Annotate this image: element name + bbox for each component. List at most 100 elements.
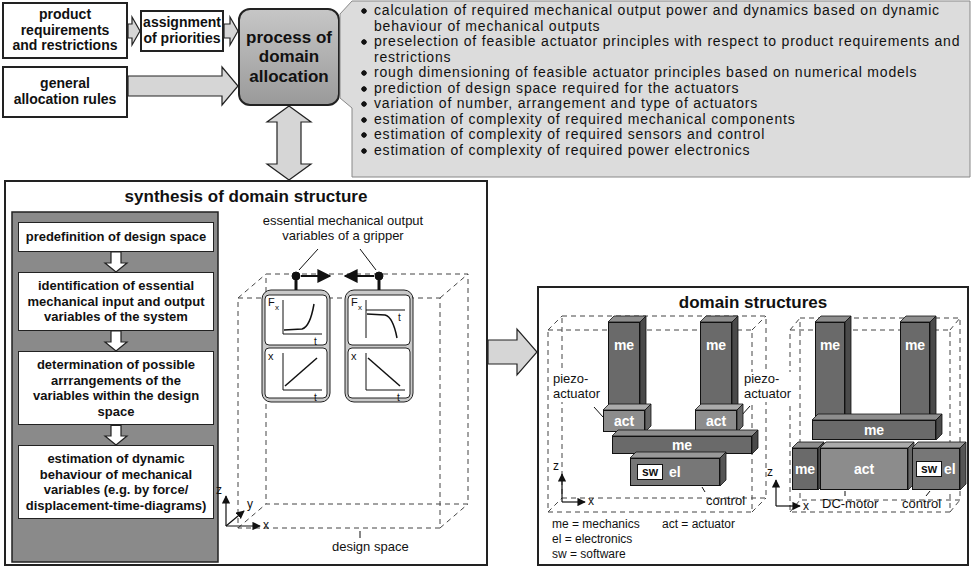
- node-text: act: [614, 413, 634, 429]
- figure-label: me = mechanics: [552, 518, 640, 532]
- figure-label: x: [275, 303, 279, 312]
- figure-label: z: [553, 460, 559, 474]
- leader-line: [702, 487, 705, 492]
- design-space: [266, 274, 468, 504]
- force-displacement-chart: [283, 300, 322, 334]
- figure-label: t: [314, 392, 317, 404]
- connector-arrow: [128, 67, 238, 105]
- figure-label: y: [247, 498, 253, 512]
- node-text: process of domain allocation: [244, 28, 334, 87]
- node-text: estimation of complexity of required pow…: [360, 143, 965, 159]
- node-text: calculation of required mechanical outpu…: [360, 3, 965, 34]
- callout-shape: [340, 1, 970, 177]
- block-face: [752, 430, 758, 454]
- design-space: [950, 318, 960, 330]
- figure-label: z: [216, 484, 222, 498]
- force-displacement-chart: [348, 348, 410, 398]
- node-text: el: [669, 464, 681, 480]
- node-text: me: [820, 337, 840, 353]
- node-text: act: [854, 461, 874, 477]
- figure-label: control: [706, 494, 745, 509]
- node-text: domain structures: [679, 293, 827, 313]
- node-text: estimation of dynamic behaviour of mecha…: [25, 451, 207, 513]
- design-space: [562, 316, 766, 498]
- node-text: product requirements and restrictions: [7, 7, 123, 54]
- mechanics-block: me: [700, 322, 732, 410]
- input-box: general allocation rules: [2, 66, 128, 118]
- mechanics-block: me: [812, 420, 936, 440]
- connector-arrow: [105, 331, 127, 351]
- process-box: process of domain allocation: [238, 8, 340, 106]
- force-displacement-chart: [366, 300, 405, 338]
- force-displacement-chart: [367, 314, 397, 338]
- node-text: el: [944, 461, 956, 477]
- block-face: [608, 316, 646, 322]
- figure-label: t: [314, 336, 317, 348]
- figure-label: control: [902, 497, 941, 512]
- actuator-block: act: [603, 410, 645, 432]
- axis-icon: [225, 496, 226, 526]
- node-text: predefinition of design space: [26, 229, 207, 245]
- mechanics-block: me: [792, 448, 818, 490]
- leader-line: [360, 531, 361, 538]
- axis-icon: [776, 505, 800, 506]
- force-displacement-chart: [284, 304, 314, 330]
- input-box: product requirements and restrictions: [2, 2, 128, 59]
- figure-label: x: [268, 350, 274, 363]
- node-text: assignment of priorities: [143, 15, 221, 46]
- mechanics-block: me: [608, 322, 640, 410]
- block-face: [960, 442, 966, 490]
- node-text: estimation of complexity of required sen…: [360, 127, 965, 143]
- block-face: [700, 322, 732, 410]
- block-face: [640, 316, 646, 410]
- node-text: me: [614, 337, 634, 353]
- block-face: [900, 322, 930, 420]
- block-face: [737, 404, 743, 432]
- step-box: predefinition of design space: [18, 222, 214, 252]
- block-face: [815, 322, 845, 420]
- leader-line: [299, 249, 318, 270]
- node-text: me: [706, 337, 726, 353]
- block-face: [645, 404, 651, 432]
- block-face: [695, 404, 743, 410]
- connector-arrow: [128, 17, 140, 45]
- gripper-finger: [292, 272, 300, 280]
- gripper-finger: [345, 275, 374, 277]
- step-box: determination of possible arrrangements …: [18, 351, 214, 425]
- block-face: [930, 316, 936, 420]
- block-face: [732, 316, 738, 410]
- block-face: [700, 316, 738, 322]
- node-text: sw: [921, 462, 937, 476]
- figure-label: piezo-actuator: [744, 372, 796, 402]
- axis-icon: [561, 474, 562, 502]
- design-space: [238, 274, 266, 298]
- force-displacement-chart: [285, 358, 317, 386]
- figure-label: t: [398, 312, 401, 324]
- node-text: sw: [642, 465, 658, 479]
- force-displacement-chart: [283, 353, 322, 390]
- callout-list: calculation of required mechanical outpu…: [336, 0, 971, 178]
- node-text: preselection of feasible actuator princi…: [360, 34, 965, 65]
- leader-line: [594, 407, 603, 417]
- connector-arrow: [267, 106, 311, 180]
- block-face: [630, 452, 726, 458]
- electronics-block: elsw: [912, 448, 960, 490]
- force-displacement-chart: [368, 358, 400, 386]
- design-space: [752, 316, 766, 330]
- figure-label: x: [263, 519, 269, 533]
- figure-label: x: [803, 500, 809, 514]
- mechanics-block: me: [815, 322, 845, 420]
- axis-icon: [226, 511, 244, 526]
- force-displacement-chart: [262, 290, 330, 402]
- node-text: rough dimensioning of feasible actuator …: [360, 65, 965, 81]
- node-text: prediction of design space required for …: [360, 81, 965, 97]
- force-displacement-chart: [262, 290, 330, 402]
- step-column: [12, 212, 218, 562]
- design-space: [790, 318, 800, 330]
- figure-label: t: [397, 392, 400, 404]
- node-text: determination of possible arrrangements …: [25, 357, 207, 419]
- leader-line: [845, 491, 846, 496]
- node-text: general allocation rules: [7, 76, 123, 107]
- figure-label: x: [358, 303, 362, 312]
- figure-label: el = electronics: [552, 533, 632, 547]
